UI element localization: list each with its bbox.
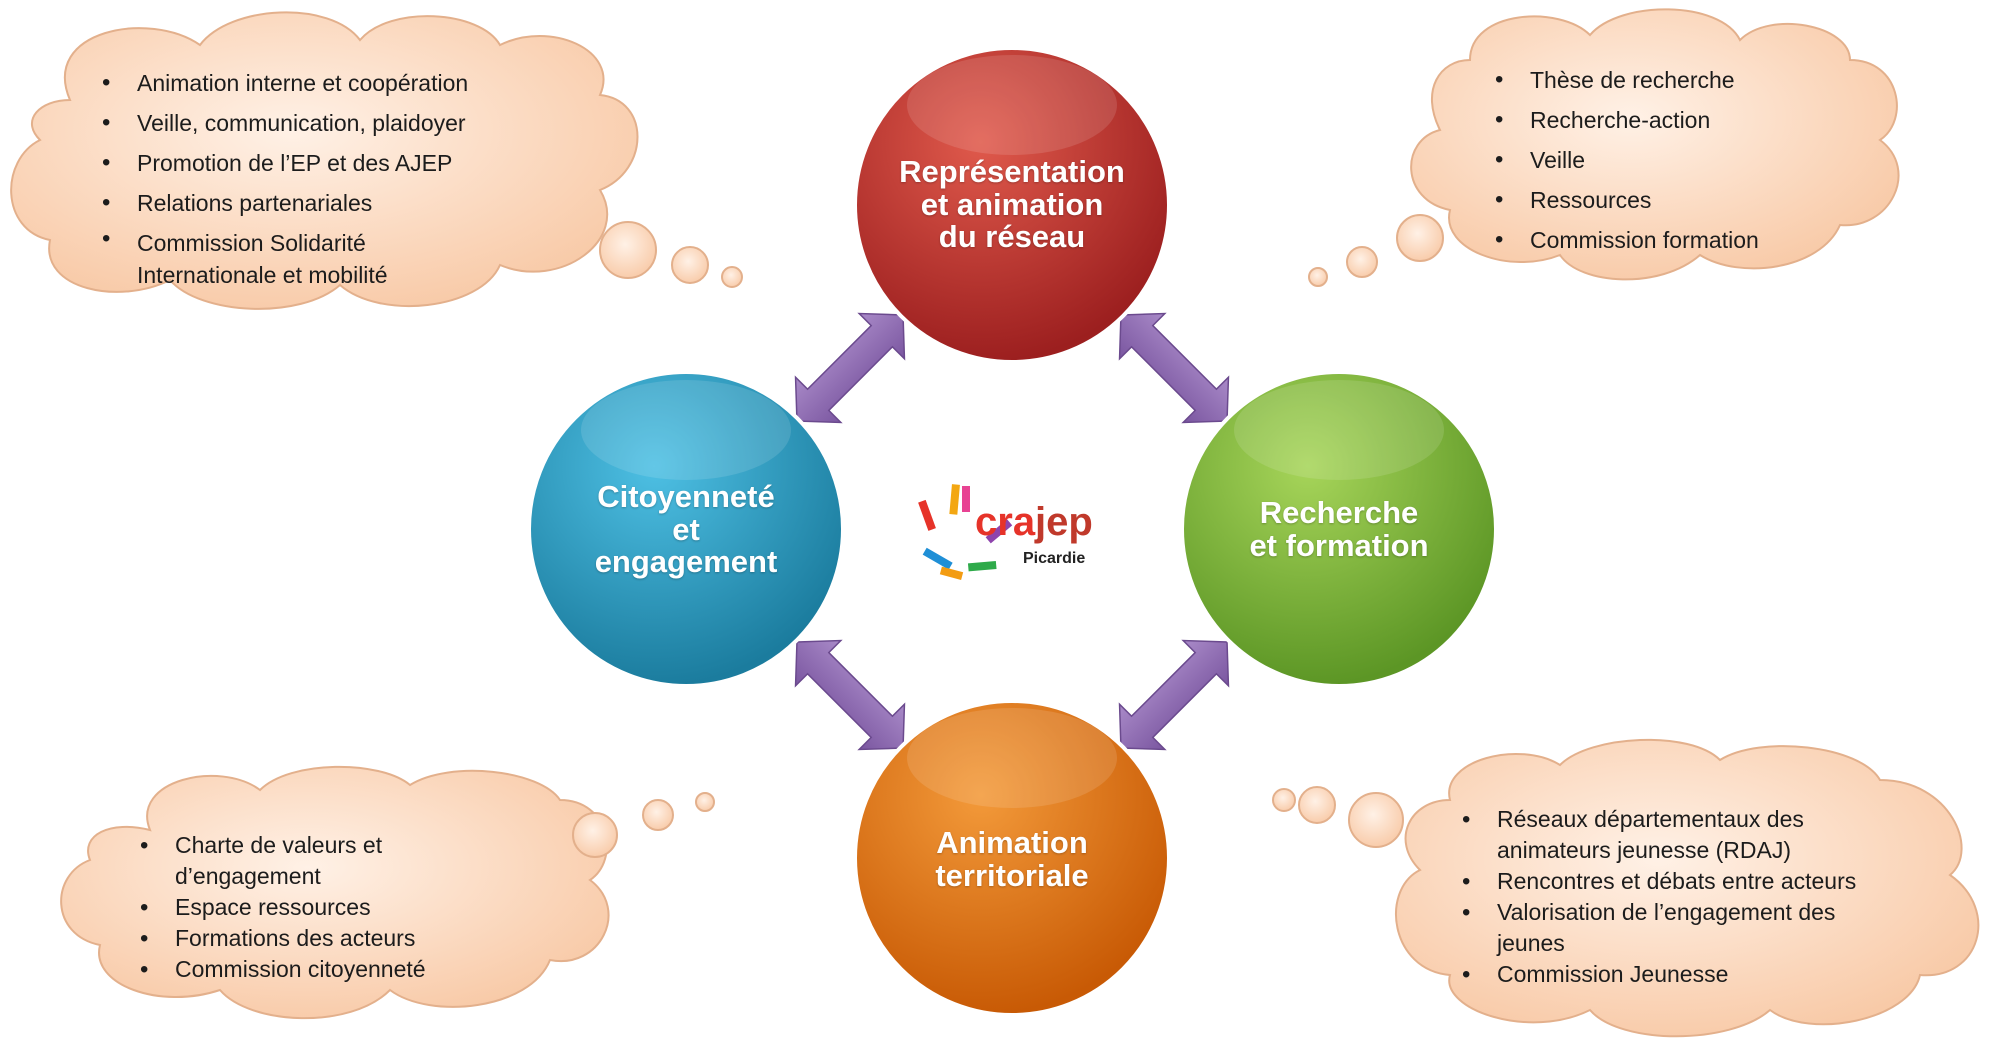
list-item: Commission citoyenneté — [140, 954, 455, 985]
logo-name-part2: jep — [1035, 500, 1093, 544]
list-item: Veille — [1495, 140, 1850, 180]
list-item: Valorisation de l’engagement des jeunes — [1462, 897, 1857, 959]
list-item: Charte de valeurs et d’engagement — [140, 830, 395, 892]
list-item: Thèse de recherche — [1495, 60, 1850, 100]
circle-right — [1180, 370, 1498, 688]
cloud-top-right-list: Thèse de recherche Recherche-action Veil… — [1488, 60, 1850, 260]
list-item: Commission Jeunesse — [1462, 959, 1907, 990]
list-item: Promotion de l’EP et des AJEP — [102, 143, 567, 183]
list-item: Commission Solidarité Internationale et … — [102, 223, 467, 291]
cloud-bottom-left-list: Charte de valeurs et d’engagement Espace… — [133, 830, 455, 985]
logo: cra jep Picardie — [975, 500, 1115, 590]
cloud-top-left-list: Animation interne et coopération Veille,… — [95, 63, 567, 291]
arrows — [794, 312, 1230, 751]
list-item: Ressources — [1495, 180, 1850, 220]
circle-left — [527, 370, 845, 688]
list-item: Animation interne et coopération — [102, 63, 567, 103]
circle-top-label: Représentation et animation du réseau — [899, 154, 1125, 255]
circle-left-label: Citoyenneté et engagement — [594, 479, 778, 580]
arrow-bottom-right — [1118, 639, 1230, 751]
list-item: Commission formation — [1495, 220, 1850, 260]
list-item: Rencontres et débats entre acteurs — [1462, 866, 1907, 897]
circle-right-label: Recherche et formation — [1249, 495, 1429, 563]
list-item: Relations partenariales — [102, 183, 567, 223]
cloud-bottom-right-list: Réseaux départementaux des animateurs je… — [1455, 804, 1907, 990]
circle-bottom — [853, 699, 1171, 1017]
list-item: Réseaux départementaux des animateurs je… — [1462, 804, 1857, 866]
list-item: Veille, communication, plaidoyer — [102, 103, 567, 143]
logo-region: Picardie — [1023, 550, 1086, 567]
list-item: Espace ressources — [140, 892, 455, 923]
circle-bottom-label: Animation territoriale — [935, 825, 1089, 893]
circle-top — [853, 46, 1171, 364]
logo-name-part1: cra — [975, 500, 1036, 544]
list-item: Recherche-action — [1495, 100, 1850, 140]
logo-burst-icon — [918, 484, 1013, 580]
list-item: Formations des acteurs — [140, 923, 455, 954]
